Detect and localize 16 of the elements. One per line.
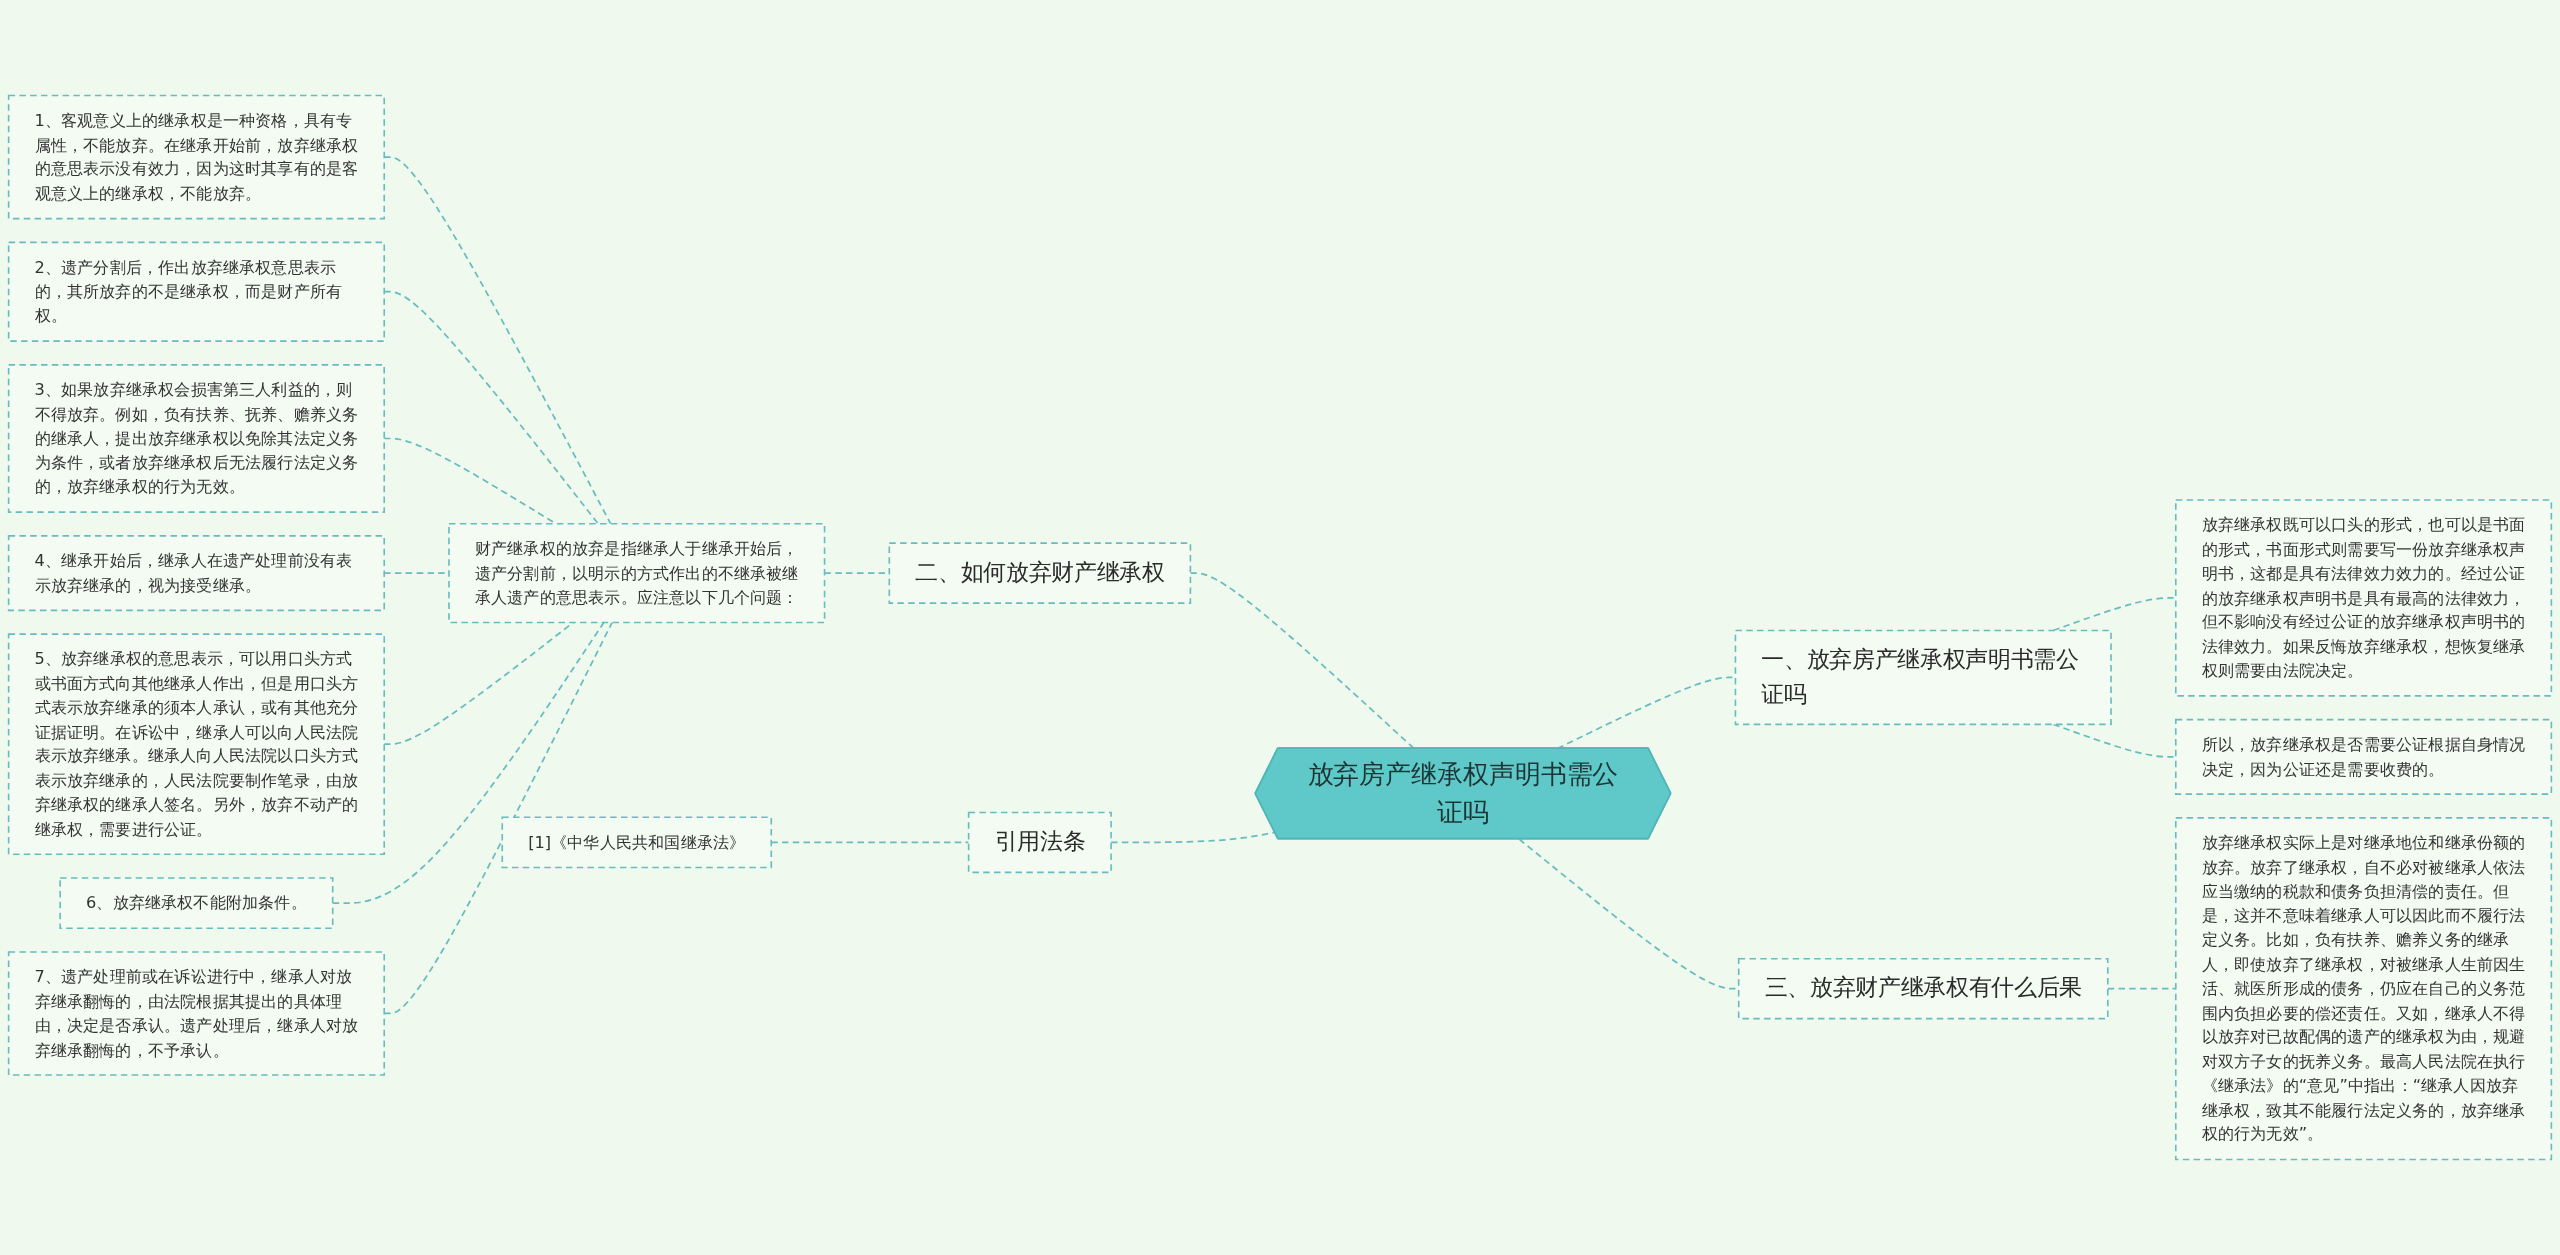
node-box: [1]《中华人民共和国继承法》 (501, 816, 773, 869)
node-box: 放弃继承权既可以口头的形式，也可以是书面的形式，书面形式则需要写一份放弃继承权声明书，这都是具有法律效力效力的。经过公证的放弃继承权声明书是具有最高的法律效力，但不影响没有经过公证的放弃继承权声明书的法律效力。如果反悔放弃继承权，想恢复继承权则需要由法院决定。 (2174, 499, 2553, 697)
node-box: 所以，放弃继承权是否需要公证根据自身情况决定，因为公证还是需要收费的。 (2174, 718, 2553, 795)
node-box: 7、遗产处理前或在诉讼进行中，继承人对放弃继承翻悔的，由法院根据其提出的具体理由，决定是否承认。遗产处理后，继承人对放弃继承翻悔的，不予承认。 (7, 951, 386, 1076)
node-box: 5、放弃继承权的意思表示，可以用口头方式或书面方式向其他继承人作出，但是用口头方式表示放弃继承的须本人承认，或有其他充分证据证明。在诉讼中，继承人可以向人民法院表示放弃继承。继承人向人民法院以口头方式表示放弃继承的，人民法院要制作笔录，由放弃继承权的继承人签名。另外，放弃不动产的继承权，需要进行公证。 (7, 633, 386, 856)
node-box: 引用法条 (967, 811, 1112, 874)
node-box: 1、客观意义上的继承权是一种资格，具有专属性，不能放弃。在继承开始前，放弃继承权的意思表示没有效力，因为这时其享有的是客观意义上的继承权，不能放弃。 (7, 94, 386, 220)
node-box: 放弃继承权实际上是对继承地位和继承份额的放弃。放弃了继承权，自不必对被继承人依法应当缴纳的税款和债务负担清偿的责任。但是，这并不意味着继承人可以因此而不履行法定义务。比如，负有扶养、赡养义务的继承人，即使放弃了继承权，对被继承人生前因生活、就医所形成的债务，仍应在自己的义务范围内负担必要的偿还责任。又如，继承人不得以放弃对已故配偶的遗产的继承权为由，规避对双方子女的抚养义务。最高人民法院在执行《继承法》的“意见”中指出：“继承人因放弃继承权，致其不能履行法定义务的，放弃继承权的行为无效”。 (2174, 817, 2553, 1161)
node-box: 二、如何放弃财产继承权 (888, 542, 1192, 604)
node-box: 一、放弃房产继承权声明书需公证吗 (1734, 629, 2112, 726)
node-box: 三、放弃财产继承权有什么后果 (1737, 957, 2109, 1020)
node-box: 2、遗产分割后，作出放弃继承权意思表示的，其所放弃的不是继承权，而是财产所有权。 (7, 241, 386, 342)
node-box: 6、放弃继承权不能附加条件。 (59, 877, 334, 929)
node-box: 4、继承开始后，继承人在遗产处理前没有表示放弃继承的，视为接受继承。 (7, 535, 386, 612)
node-box: 财产继承权的放弃是指继承人于继承开始后，遗产分割前，以明示的方式作出的不继承被继承人遗产的意思表示。应注意以下几个问题： (448, 522, 826, 624)
node-box: 3、如果放弃继承权会损害第三人利益的，则不得放弃。例如，负有扶养、抚养、赡养义务的继承人，提出放弃继承权以免除其法定义务为条件，或者放弃继承权后无法履行法定义务的，放弃继承权的行为无效。 (7, 364, 386, 513)
